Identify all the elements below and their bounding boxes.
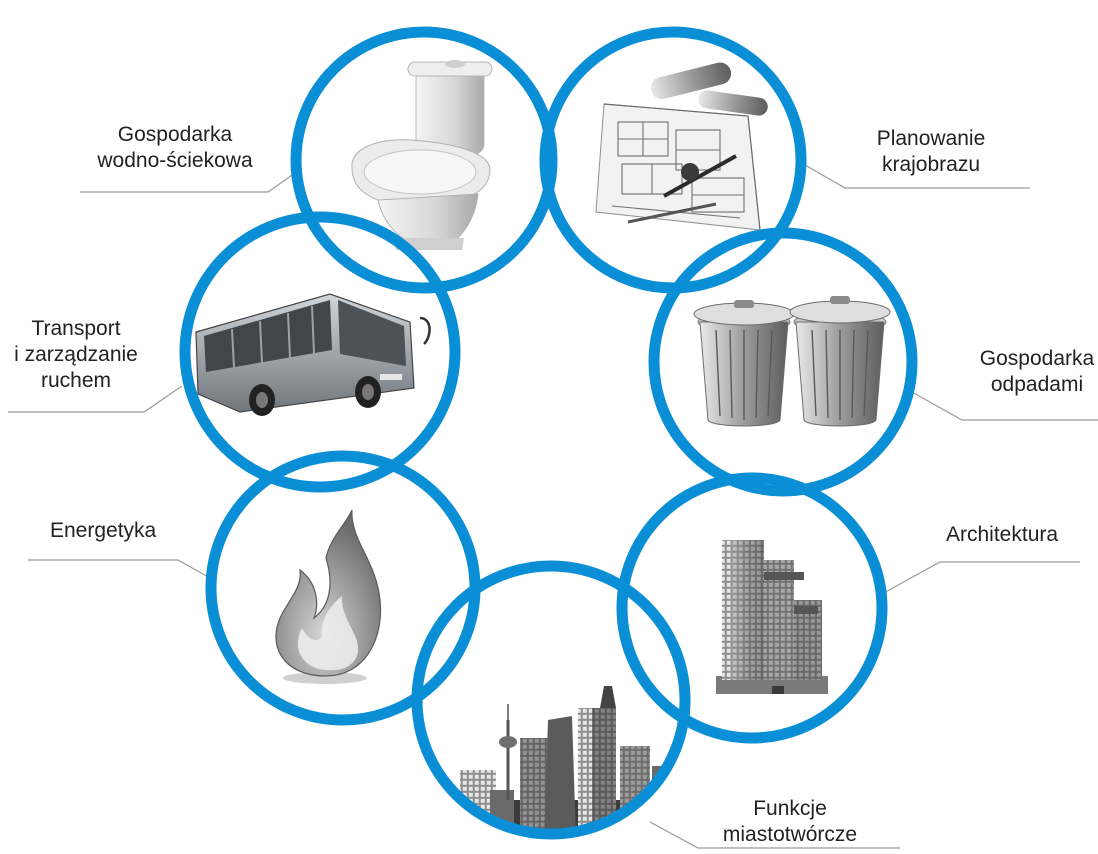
bus-icon (195, 293, 431, 416)
leader-line-landscape (804, 164, 1030, 189)
toilet-icon (351, 60, 493, 250)
label-line: ruchem (40, 369, 112, 392)
trash-cans-icon (693, 296, 891, 427)
label-energetyka: Energetyka (50, 518, 156, 544)
label-funkcje-miastotworcze: Funkcje miastotwórcze (700, 796, 880, 848)
label-line: miastotwórcze (722, 823, 858, 846)
leader-lines (8, 164, 1098, 849)
label-line: Gospodarka (979, 347, 1095, 370)
leader-line-transport (8, 385, 183, 413)
ring-city (411, 560, 691, 840)
ring-transport (179, 211, 461, 493)
label-gospodarka-odpadami: Gospodarka odpadami (962, 346, 1098, 398)
skyscraper-icon (716, 540, 828, 694)
label-architektura: Architektura (946, 522, 1058, 548)
ring-architecture (616, 472, 888, 744)
leader-line-architecture (879, 561, 1080, 596)
label-line: Gospodarka (117, 123, 233, 146)
label-line: wodno-ściekowa (97, 149, 253, 172)
ring-water (290, 26, 558, 294)
label-line: Transport (31, 317, 121, 340)
label-line: Energetyka (50, 519, 157, 542)
flame-icon (275, 509, 382, 684)
label-line: i zarządzanie (14, 343, 138, 366)
leader-line-energy (28, 559, 211, 579)
leader-line-waste (911, 391, 1098, 421)
label-line: Planowanie (876, 127, 986, 150)
blueprints-icon (595, 62, 768, 231)
label-gospodarka-wodno-sciekowa: Gospodarka wodno-ściekowa (80, 122, 270, 174)
label-line: krajobrazu (881, 153, 981, 176)
label-line: Funkcje (753, 797, 827, 820)
label-line: Architektura (946, 523, 1059, 546)
ring-group (179, 26, 918, 840)
leader-line-city (649, 821, 900, 849)
label-planowanie-krajobrazu: Planowanie krajobrazu (856, 126, 1006, 178)
label-line: odpadami (990, 373, 1084, 396)
leader-line-water (80, 167, 303, 193)
city-skyline-icon (420, 686, 685, 834)
label-transport: Transport i zarządzanie ruchem (0, 316, 152, 394)
ring-waste (648, 227, 918, 497)
